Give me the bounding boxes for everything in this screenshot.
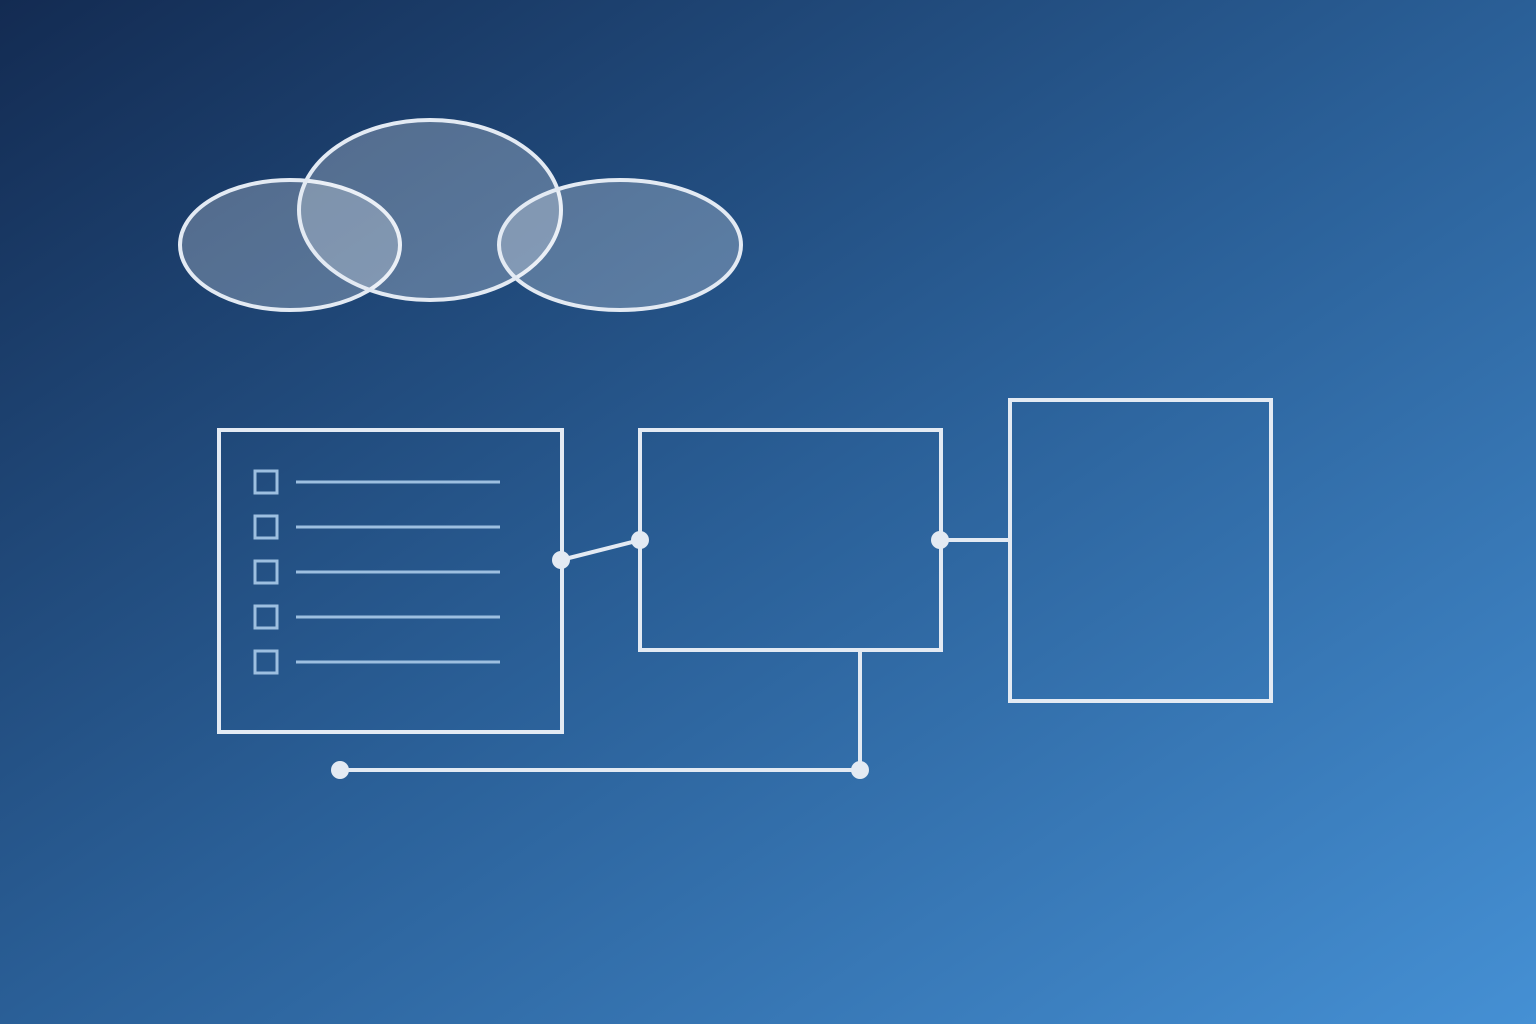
- checkbox-icon[interactable]: [253, 559, 279, 585]
- node-bottom-left: [331, 761, 349, 779]
- checkbox-icon[interactable]: [253, 469, 279, 495]
- connector-nodes: [331, 531, 949, 779]
- checkbox-icon[interactable]: [253, 514, 279, 540]
- connectors: [340, 538, 1010, 772]
- node-middle-right: [931, 531, 949, 549]
- node-middle-left: [631, 531, 649, 549]
- checklist-item: [253, 559, 500, 585]
- checklist-box: [217, 428, 564, 734]
- checkbox-icon[interactable]: [253, 604, 279, 630]
- right-box: [1008, 398, 1273, 703]
- checklist: [253, 469, 500, 675]
- connector-checklist-to-middle: [560, 538, 641, 562]
- node-bottom-right: [851, 761, 869, 779]
- cloud-ellipse-middle: [297, 118, 563, 302]
- cloud-ellipse-right: [497, 178, 743, 312]
- checklist-item: [253, 604, 500, 630]
- node-checklist-right: [552, 551, 570, 569]
- cloud-icon: [178, 118, 743, 312]
- checklist-item: [253, 649, 500, 675]
- checklist-item: [253, 514, 500, 540]
- checklist-item: [253, 469, 500, 495]
- checkbox-icon[interactable]: [253, 649, 279, 675]
